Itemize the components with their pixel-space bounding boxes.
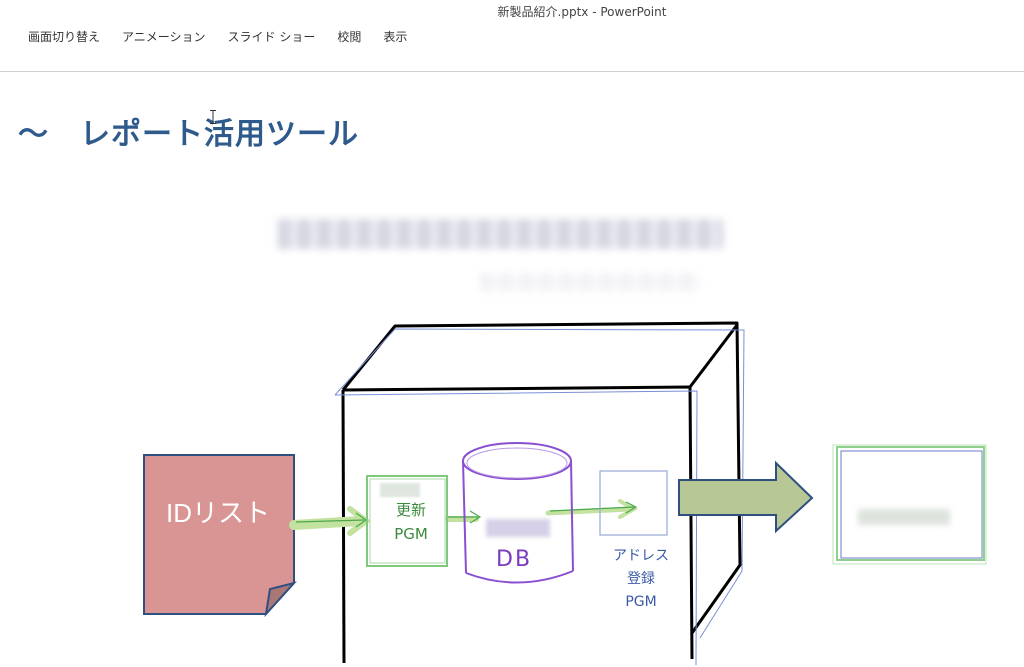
sketch-diagram [143,321,987,666]
address-pgm-label-line1: アドレス [613,548,669,564]
id-list-document [143,454,297,618]
system-box-blue-trace [334,328,745,666]
address-pgm-label-line3: PGM [625,594,657,610]
blurred-subtitle-faint [480,273,700,291]
ribbon-tabs: 画面切り替え アニメーション スライド ショー 校閲 表示 [17,28,418,46]
slide-canvas[interactable]: ～ レポート活用ツール [0,73,1024,667]
address-pgm-box [599,470,668,536]
tab-view[interactable]: 表示 [383,30,408,44]
blurred-subtitle [278,219,723,249]
output-box [832,444,987,565]
tab-slideshow[interactable]: スライド ショー [227,30,316,44]
id-list-label: IDリスト [165,498,270,528]
update-pgm-label-line1: 更新 [395,501,426,519]
app-header: 新製品紹介.pptx - PowerPoint 画面切り替え アニメーション ス… [0,0,1024,72]
output-arrow [678,460,814,534]
db-cylinder [462,442,574,584]
tab-animations[interactable]: アニメーション [122,30,206,44]
address-pgm-label: アドレス 登録 PGM [596,545,686,614]
update-pgm-label: 更新 PGM [376,498,446,546]
tab-review[interactable]: 校閲 [337,30,362,44]
update-pgm-box [366,475,448,567]
db-label: DB [496,547,533,572]
ibeam-cursor-icon [210,110,216,124]
tab-transitions[interactable]: 画面切り替え [28,30,101,44]
slide-title[interactable]: ～ レポート活用ツール [18,117,359,152]
address-pgm-label-line2: 登録 [627,571,655,587]
update-pgm-label-line2: PGM [394,525,428,543]
window-title: 新製品紹介.pptx - PowerPoint [497,5,667,19]
